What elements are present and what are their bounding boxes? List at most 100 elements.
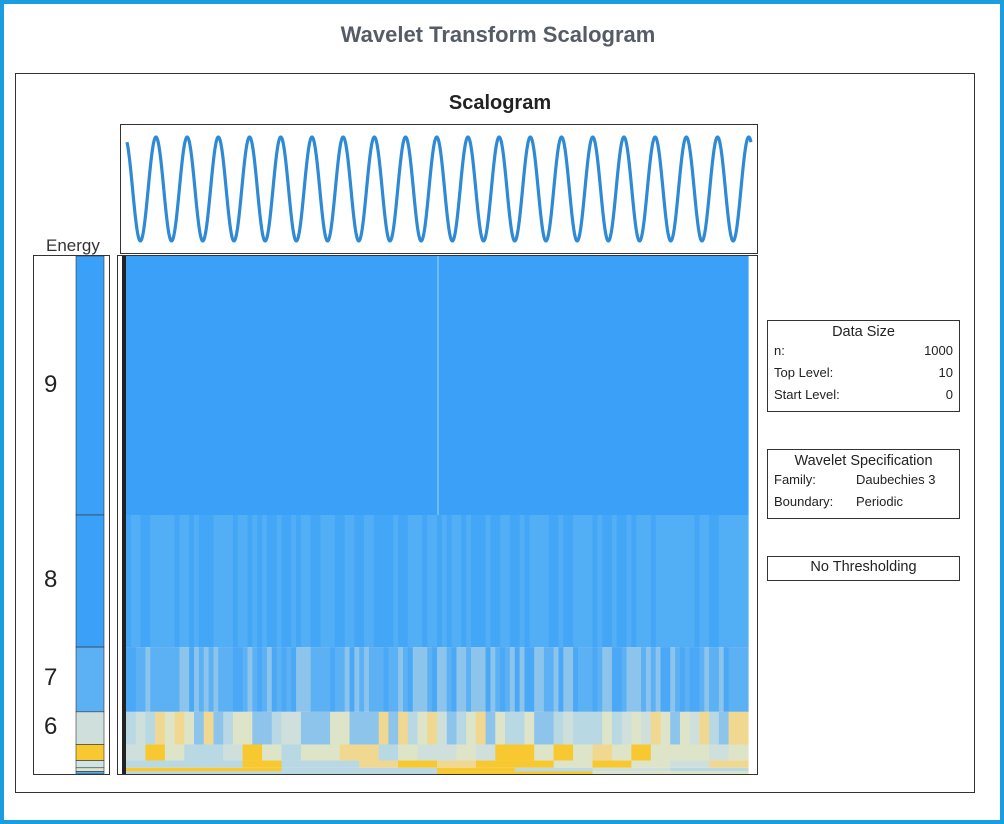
scalogram-cell bbox=[645, 256, 652, 515]
scalogram-cell bbox=[684, 515, 691, 648]
scalogram-cell bbox=[398, 647, 404, 712]
scalogram-cell bbox=[378, 515, 385, 648]
scalogram-cell bbox=[320, 647, 326, 712]
scalogram-cell bbox=[471, 515, 477, 648]
scalogram-cell bbox=[573, 515, 579, 648]
scalogram-cell bbox=[198, 515, 205, 648]
scalogram-cell bbox=[257, 647, 263, 712]
scalogram-cell bbox=[281, 744, 302, 761]
scalogram-cell bbox=[155, 515, 161, 648]
level-label: 6 bbox=[44, 713, 58, 741]
scalogram-cell bbox=[417, 711, 428, 745]
scalogram-cell bbox=[223, 647, 229, 712]
scalogram-cell bbox=[194, 711, 205, 745]
scalogram-cell bbox=[553, 744, 574, 761]
data-size-value: 10 bbox=[938, 365, 953, 380]
scalogram-cell bbox=[296, 647, 302, 712]
scalogram-cell bbox=[169, 515, 176, 648]
scalogram-cell bbox=[126, 771, 283, 774]
scalogram-cell bbox=[281, 767, 360, 772]
scalogram-cell bbox=[232, 647, 239, 712]
scalogram-cell bbox=[223, 744, 244, 761]
scalogram-cell bbox=[407, 256, 414, 515]
scalogram-cell bbox=[641, 256, 647, 515]
scalogram-cell bbox=[641, 711, 652, 745]
scalogram-cell bbox=[126, 744, 147, 761]
scalogram-cell bbox=[475, 515, 482, 648]
scalogram-cell bbox=[650, 711, 662, 745]
scalogram-cell bbox=[699, 711, 710, 745]
scalogram-cell bbox=[485, 515, 492, 648]
scalogram-cell bbox=[524, 647, 530, 712]
data-size-row: Top Level: 10 bbox=[768, 362, 959, 384]
scalogram-cell bbox=[388, 515, 394, 648]
scalogram-cell bbox=[223, 515, 229, 648]
scalogram-cell bbox=[660, 515, 666, 648]
scalogram-cell bbox=[437, 744, 458, 761]
scalogram-cell bbox=[587, 515, 594, 648]
scalogram-cell bbox=[145, 711, 156, 745]
scalogram-cell bbox=[728, 256, 735, 515]
scalogram-cell bbox=[728, 647, 735, 712]
scalogram-cell bbox=[514, 515, 521, 648]
scalogram-cell bbox=[670, 647, 676, 712]
scalogram-cell bbox=[543, 647, 550, 712]
scalogram-cell bbox=[568, 647, 574, 712]
scalogram-cell bbox=[709, 647, 715, 712]
scalogram-cell bbox=[514, 760, 555, 768]
level-label: 8 bbox=[44, 566, 58, 594]
scalogram-cell bbox=[276, 647, 283, 712]
scalogram-cell bbox=[242, 760, 283, 768]
scalogram-cell bbox=[407, 515, 414, 648]
scalogram-cell bbox=[713, 515, 720, 648]
scalogram-cell bbox=[198, 256, 205, 515]
scalogram-cell bbox=[184, 256, 190, 515]
scalogram-cell bbox=[611, 711, 623, 745]
scalogram-cell bbox=[694, 515, 701, 648]
scalogram-cell bbox=[509, 256, 516, 515]
scalogram-cell bbox=[203, 767, 283, 772]
scalogram-cell bbox=[135, 515, 142, 648]
scalogram-cell bbox=[213, 711, 224, 745]
scalogram-cell bbox=[621, 256, 628, 515]
scalogram-cell bbox=[616, 647, 623, 712]
energy-segment bbox=[75, 514, 105, 648]
scalogram-cell bbox=[398, 760, 438, 768]
scalogram-cell bbox=[558, 515, 564, 648]
scalogram-cell bbox=[145, 647, 151, 712]
scalogram-cell bbox=[383, 647, 390, 712]
scalogram-cell bbox=[505, 711, 516, 745]
scalogram-cell bbox=[539, 256, 545, 515]
scalogram-cell bbox=[184, 711, 195, 745]
scalogram-cell bbox=[407, 647, 414, 712]
scalogram-cell bbox=[461, 256, 467, 515]
scalogram-cell bbox=[373, 256, 380, 515]
scalogram-cell bbox=[291, 515, 297, 648]
scalogram-cell bbox=[198, 647, 205, 712]
scalogram-cell bbox=[475, 256, 482, 515]
scalogram-cell bbox=[514, 744, 535, 761]
scalogram-cell bbox=[354, 515, 360, 648]
scalogram-cell bbox=[359, 515, 365, 648]
scalogram-cell bbox=[495, 711, 506, 745]
scalogram-cell bbox=[300, 515, 307, 648]
scalogram-cell bbox=[300, 647, 307, 712]
scalogram-cell bbox=[427, 515, 433, 648]
scalogram-cell bbox=[354, 647, 360, 712]
scalogram-cell bbox=[616, 256, 623, 515]
scalogram-cell bbox=[174, 711, 185, 745]
scalogram-cell bbox=[563, 256, 569, 515]
scalogram-cell bbox=[393, 256, 399, 515]
scalogram-cell bbox=[597, 647, 603, 712]
scalogram-cell bbox=[548, 647, 555, 712]
scalogram-cell bbox=[388, 711, 399, 745]
scalogram-cell bbox=[543, 515, 550, 648]
scalogram-cell bbox=[393, 515, 399, 648]
scalogram-cell bbox=[650, 256, 657, 515]
scalogram-cell bbox=[164, 256, 171, 515]
scalogram-cell bbox=[145, 744, 166, 761]
scalogram-cell bbox=[174, 515, 181, 648]
scalogram-cell bbox=[291, 711, 302, 745]
scalogram-cell bbox=[743, 256, 749, 515]
scalogram-cell bbox=[437, 256, 443, 515]
